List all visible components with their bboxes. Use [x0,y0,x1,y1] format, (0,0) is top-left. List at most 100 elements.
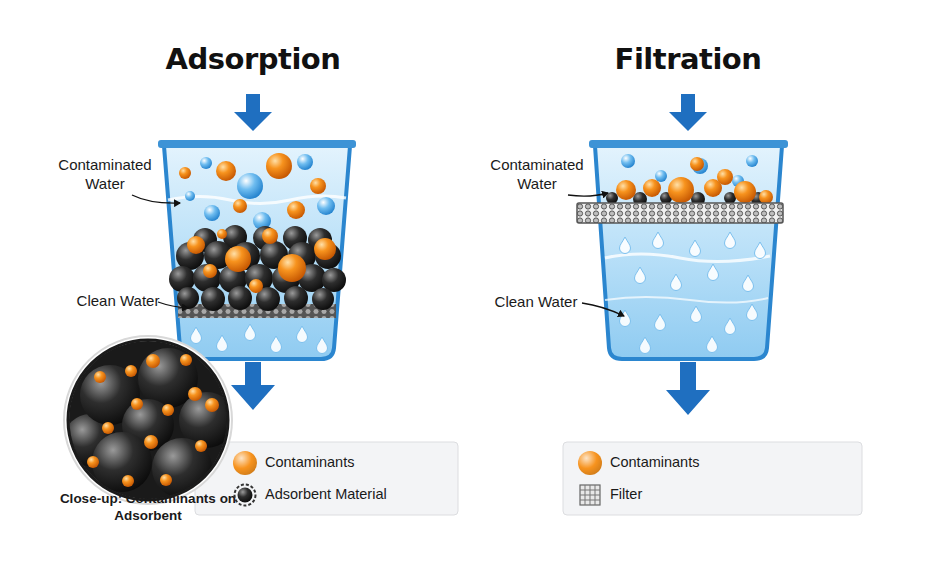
contaminant-bubbles [200,157,212,169]
legend-text: Filter [610,486,642,502]
close-up-circle [162,404,174,416]
close-up-circle [188,387,202,401]
clean-droplets [217,335,228,352]
clean-droplets [690,240,701,257]
filter-mesh [577,203,783,223]
filtered-contaminants [704,179,722,197]
outflow-arrow [231,362,275,410]
adsorbent-bed [169,225,346,318]
section-heading-box: Filtration [585,30,791,420]
close-up-circle [68,340,228,500]
legend-swatch [578,451,602,475]
adsorbent-bed [177,287,199,309]
leader-line [132,195,180,203]
filtered-contaminants [621,154,635,168]
callout-label: Contaminated Water [50,155,160,193]
contaminant-bubbles [216,161,236,181]
adsorption-beaker [158,140,356,148]
leader-line [582,303,624,316]
close-up-circle [160,474,172,486]
legend-symbol [233,483,257,507]
clean-droplets [747,304,758,321]
adsorbent-bed [228,286,252,310]
filtered-contaminants [606,192,618,204]
inflow-arrow [234,94,272,131]
legend-symbol [578,483,602,507]
close-up-circle [131,398,143,410]
clean-droplets [755,242,766,259]
callout-label: Clean Water [488,292,584,311]
filtered-contaminants [655,170,667,182]
close-up-circle [144,435,158,449]
legend-symbol [233,483,257,507]
clean-droplets [691,306,702,323]
filter-mesh [577,203,783,223]
contaminant-bubbles [297,154,313,170]
clean-droplets [671,274,682,291]
contaminant-bubbles [185,191,195,201]
callout-label: Clean Water [68,291,168,310]
clean-droplets [725,318,736,335]
clean-droplets [620,237,631,254]
filtered-contaminants [746,155,758,167]
close-up-circle [60,330,240,510]
clean-droplets [297,326,308,343]
adsorbent-bed [187,236,205,254]
close-up-caption: Close-up: Contaminants on Adsorbent [58,490,238,524]
clean-droplets [655,314,666,331]
section-heading-box: Adsorption [150,30,356,410]
adsorbent-bed [217,229,227,239]
adsorbent-symbol [235,485,256,506]
filter-symbol [580,485,600,505]
leader-line [132,193,624,316]
filtration-beaker [605,297,768,303]
close-up-circle [94,371,106,383]
clean-droplets [620,232,766,354]
inflow-arrow [669,94,707,131]
adsorbent-bed [203,264,217,278]
clean-droplets [245,324,256,341]
filtered-contaminants [734,181,756,203]
adsorbent-bed [284,286,308,310]
filtered-contaminants [616,180,636,200]
legend-panel [563,442,862,515]
clean-droplets [635,267,646,284]
outflow-arrow [666,362,710,415]
clean-droplets [725,232,736,249]
filtered-contaminants [643,179,661,197]
filtered-contaminants [690,157,704,171]
clean-droplets [191,324,328,354]
filtration-beaker [605,254,770,262]
legend-panel [195,442,862,515]
outflow-arrow [231,362,710,415]
filtered-contaminants [606,154,773,206]
close-up-circle [60,330,240,510]
close-up-circle [60,330,240,510]
clean-droplets [707,336,718,353]
adsorbent-bed [314,238,336,260]
adsorbent-bed [312,288,334,310]
adsorbent-symbol [238,488,253,503]
legend-swatch [233,451,257,475]
clean-droplets [640,337,651,354]
clean-droplets [191,327,202,344]
filtration-beaker [589,140,788,148]
adsorption-beaker [158,140,356,359]
leader-line [158,302,188,308]
close-up-circle [87,456,99,468]
clean-droplets [708,264,719,281]
filter-symbol [580,495,600,496]
contaminant-bubbles [204,205,220,221]
close-up-circle [205,398,219,412]
close-up-box: Close-up: Contaminants on Adsorbent [58,334,238,526]
clean-droplets [653,232,664,249]
filter-symbol [580,500,600,501]
contaminant-bubbles [317,197,335,215]
close-up-circle [122,475,134,487]
filtered-contaminants [759,190,773,204]
filtration-beaker [595,146,782,359]
section-title: Adsorption [150,42,356,76]
clean-droplets [317,337,328,354]
filter-symbol [595,485,596,505]
callout-label: Contaminated Water [482,155,592,193]
